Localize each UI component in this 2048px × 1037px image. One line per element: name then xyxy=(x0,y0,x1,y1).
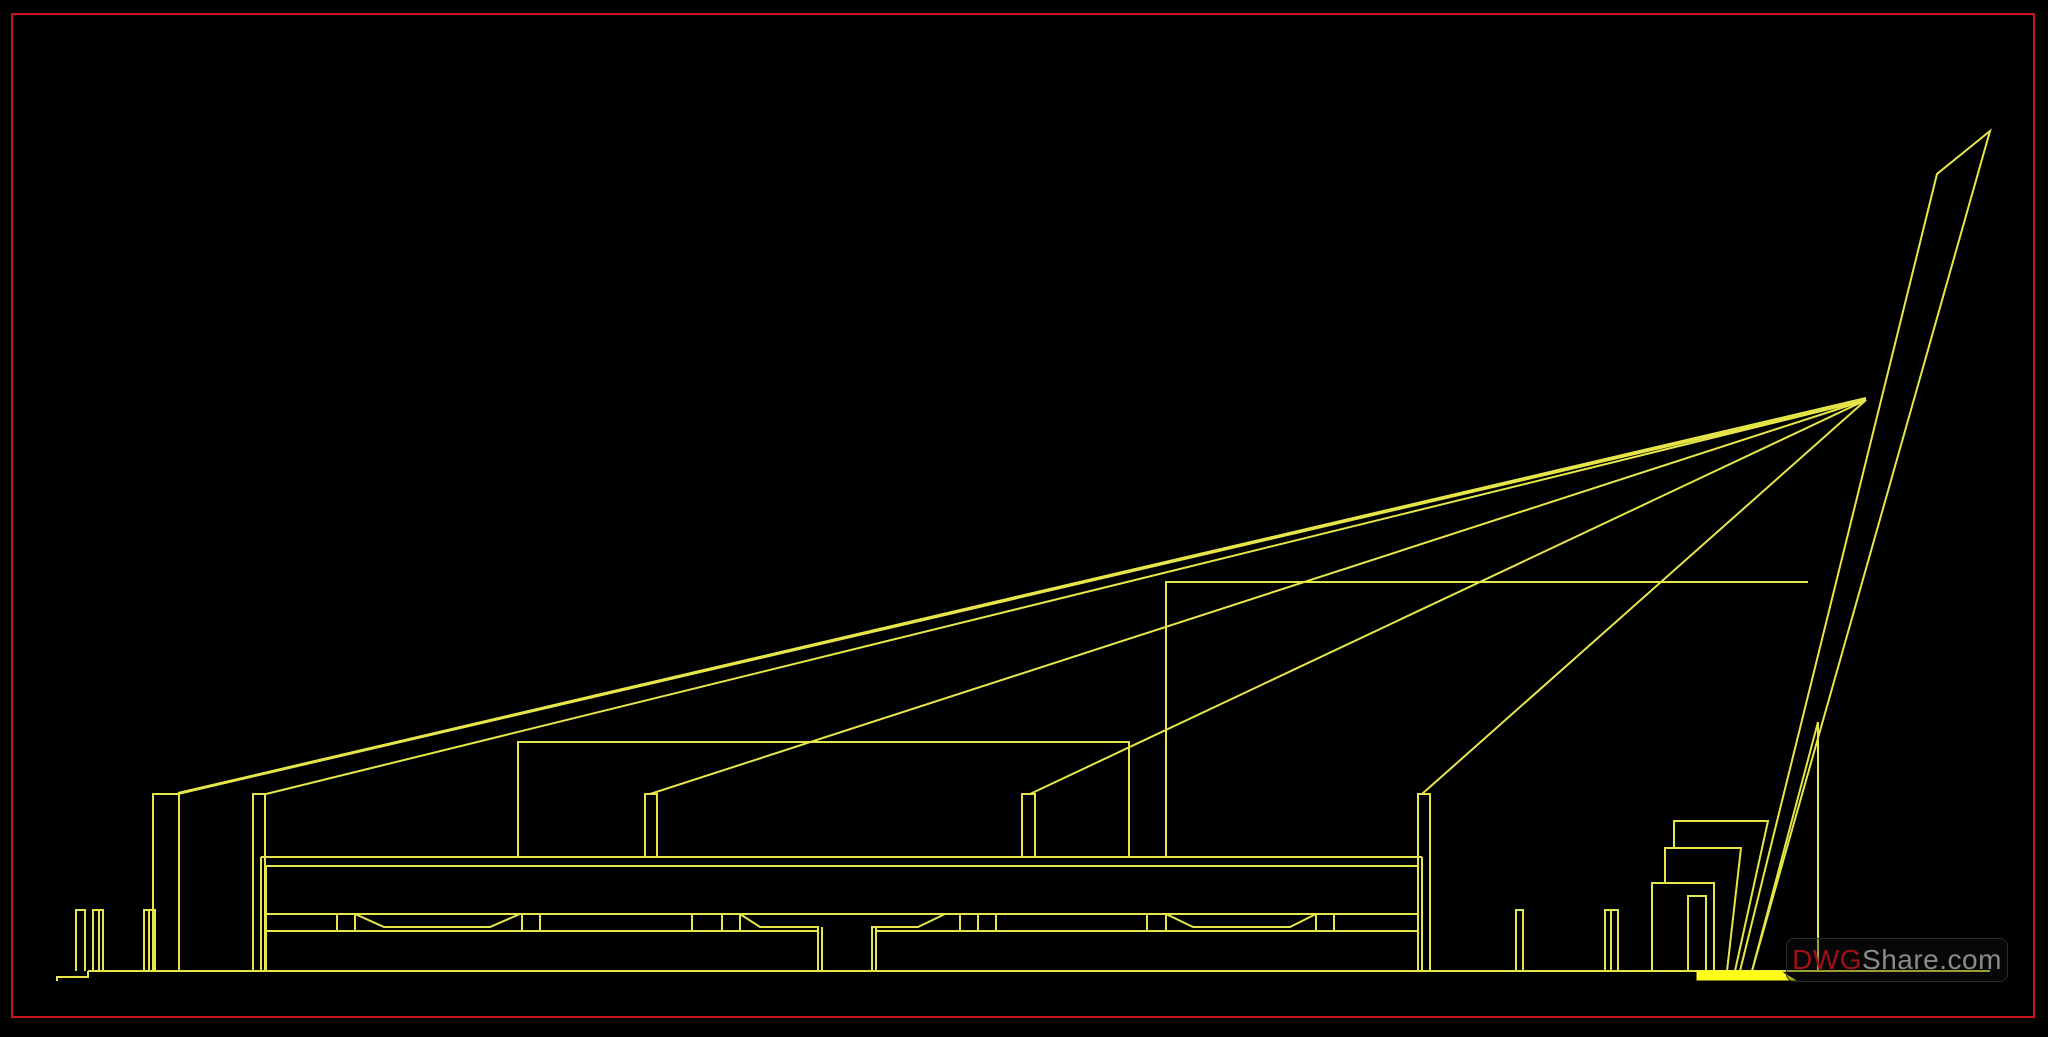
base-fill xyxy=(1696,970,1797,981)
stair-step-1 xyxy=(1651,882,1715,971)
pylon xyxy=(1021,793,1036,857)
stay-cable xyxy=(265,399,1867,795)
stay-cable-double xyxy=(177,397,1867,794)
pylon xyxy=(1417,793,1431,971)
rail-notch xyxy=(1165,913,1317,928)
structure-elevation xyxy=(56,128,1992,981)
stay-cable xyxy=(1421,399,1867,795)
watermark-dwg: DWG xyxy=(1792,944,1863,975)
rail-ramp-left xyxy=(739,913,819,971)
stay-cable xyxy=(649,399,1867,795)
upper-frame xyxy=(1165,581,1808,857)
stay-cable xyxy=(1029,399,1867,795)
mid-box xyxy=(517,741,1130,857)
tower-outline xyxy=(1739,128,1992,972)
watermark-share: Share.com xyxy=(1862,944,2002,975)
pylon xyxy=(252,793,266,971)
pylon xyxy=(152,793,180,971)
tower-inner-strut xyxy=(1751,721,1819,972)
pylon xyxy=(644,793,658,857)
stay-cable xyxy=(177,399,1867,795)
stair-step-2 xyxy=(1664,847,1743,972)
ground-step xyxy=(56,971,89,981)
rail-ramp-right xyxy=(871,913,946,971)
small-post xyxy=(1515,909,1524,971)
rail-notch xyxy=(354,913,521,928)
small-post xyxy=(75,909,86,971)
drawing-border xyxy=(11,13,2035,1018)
door xyxy=(1687,895,1707,971)
stair-step-3 xyxy=(1673,820,1770,972)
